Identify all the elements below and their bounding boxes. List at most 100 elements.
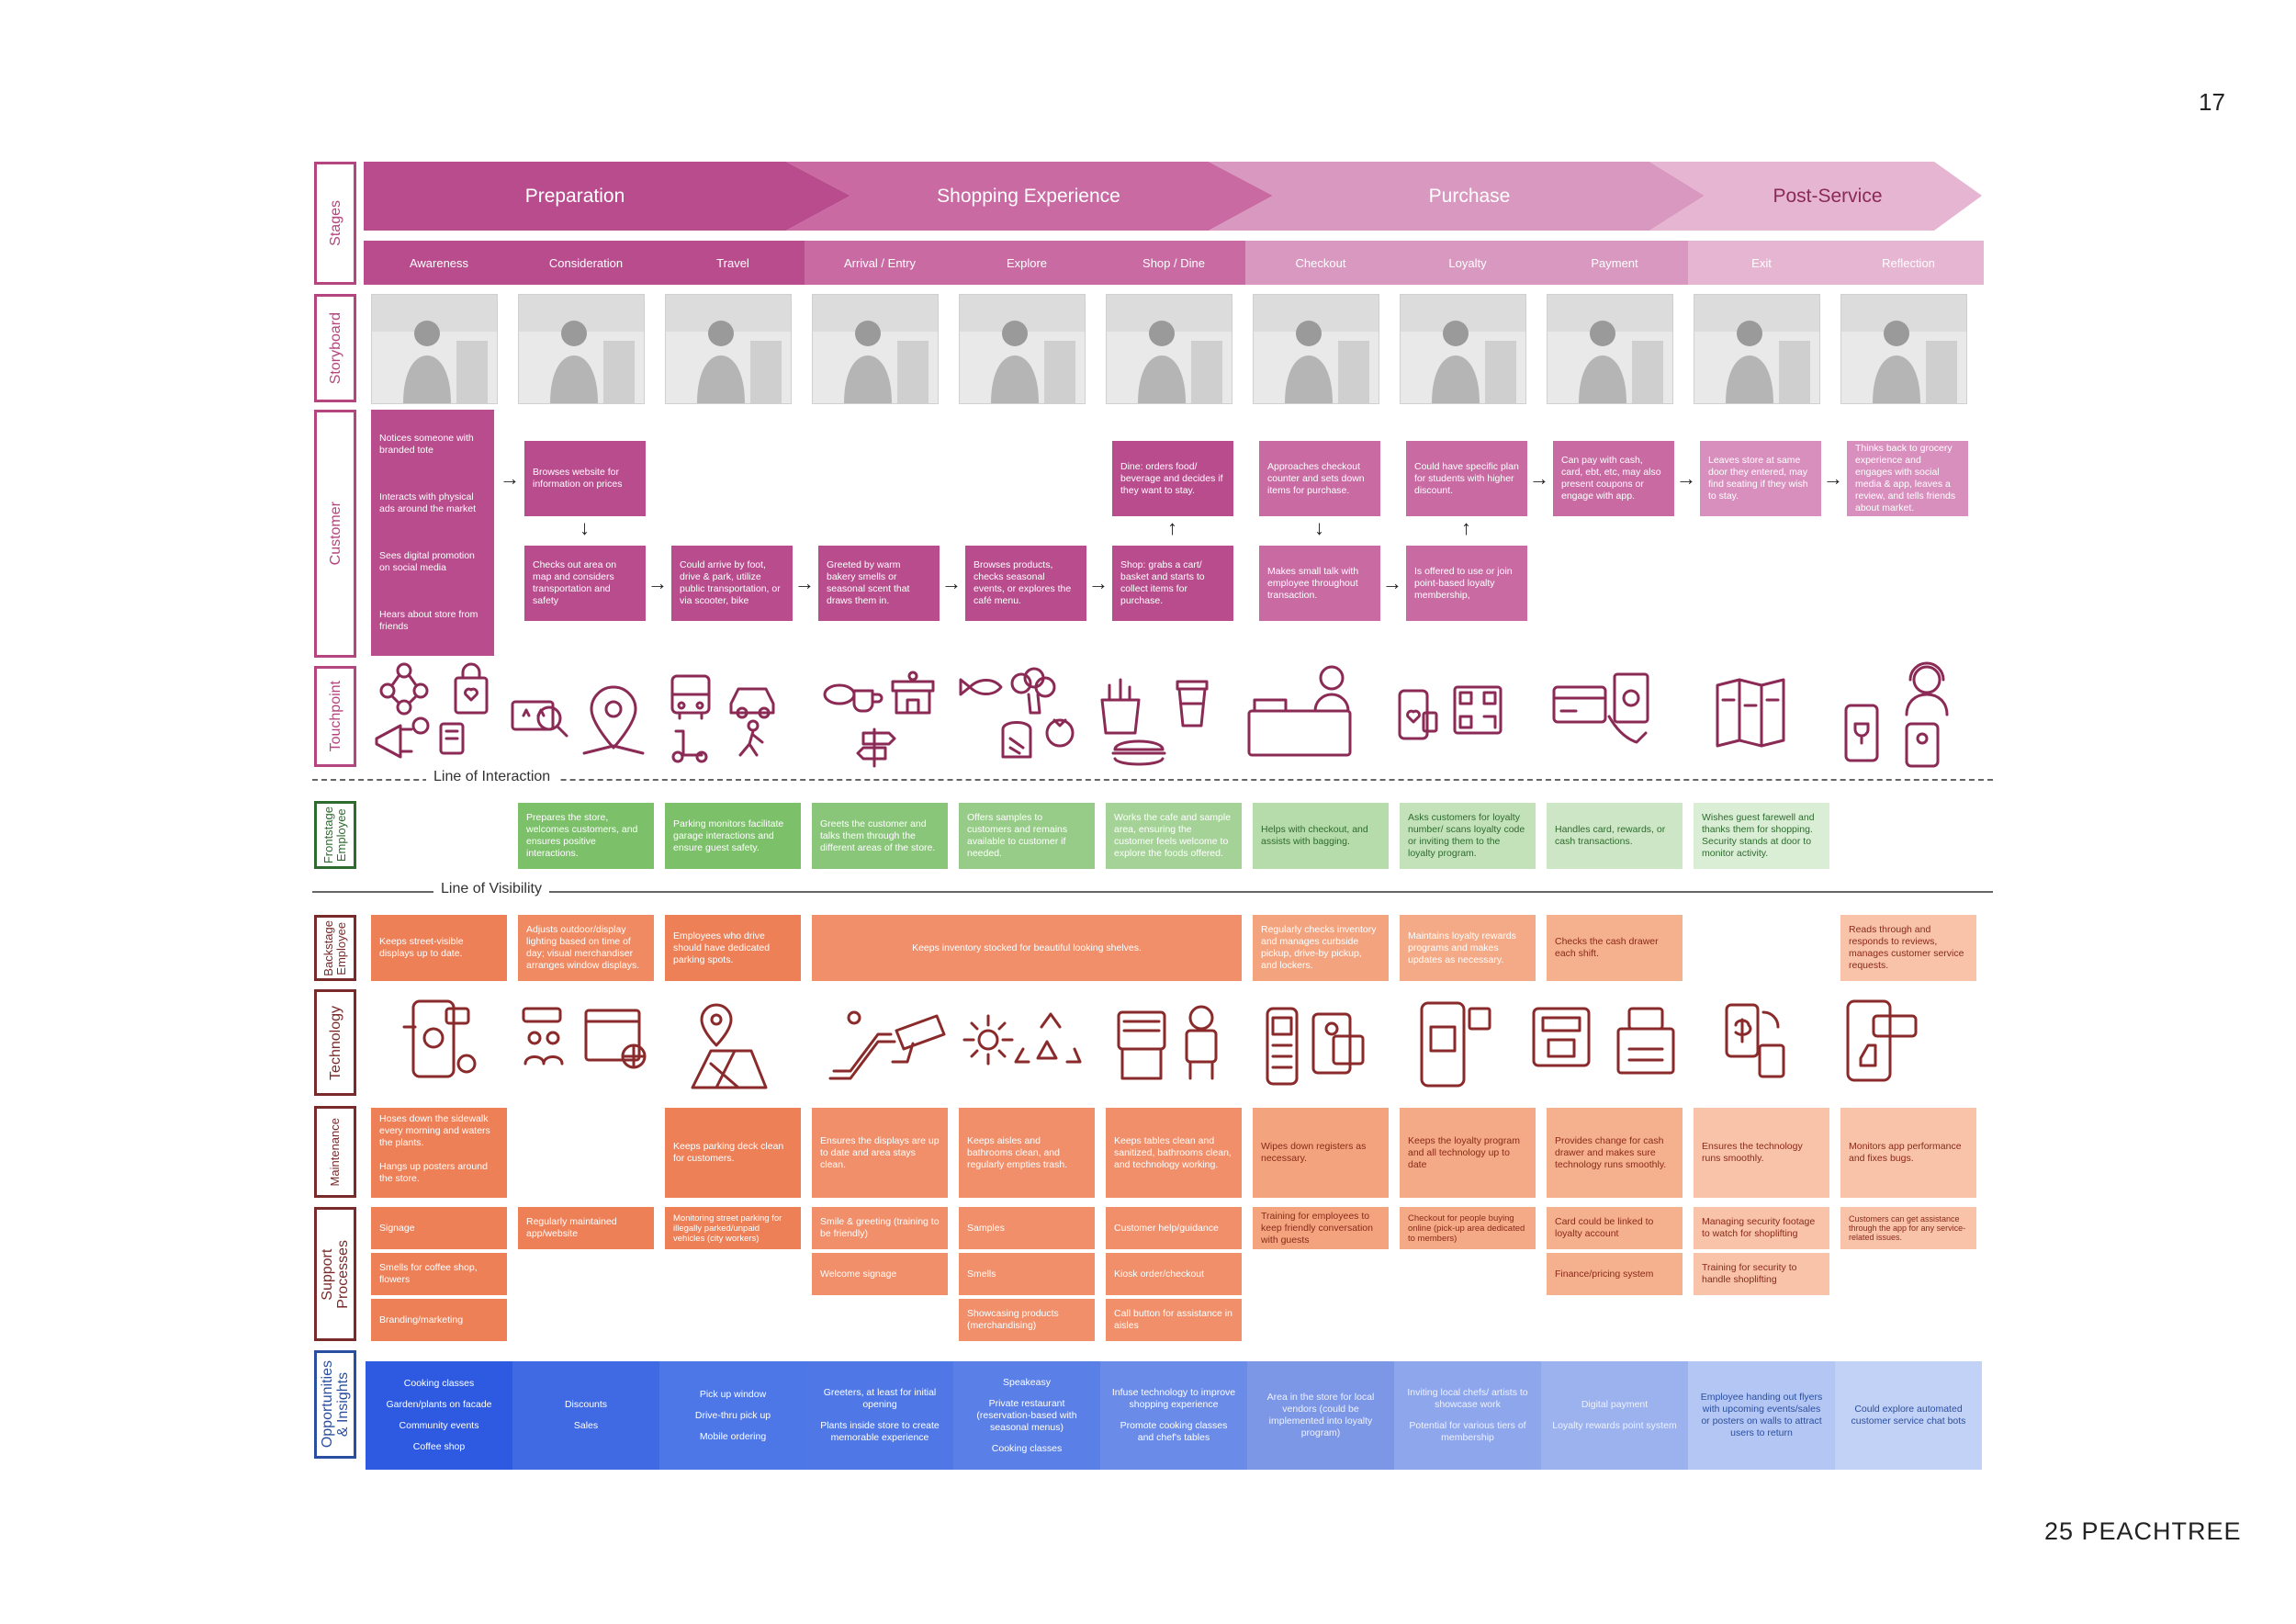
customer-arrival: Greeted by warm bakery smells or seasona… [818, 546, 940, 621]
support-agent-icon [1907, 663, 1947, 766]
customer-awareness: Notices someone with branded tote Intera… [371, 410, 494, 656]
frontstage-card: Prepares the store, welcomes customers, … [518, 803, 654, 869]
customer-exit: Leaves store at same door they entered, … [1700, 441, 1821, 516]
row-label-technology: Technology [314, 989, 356, 1096]
support-reflection: Customers can get assistance through the… [1840, 1207, 1976, 1249]
opportunity-item: Infuse technology to improve shopping ex… [1100, 1387, 1247, 1411]
page-number: 17 [2199, 88, 2225, 117]
grocery-bag-icon [1102, 680, 1139, 733]
megaphone-icon [377, 718, 463, 757]
arrow-right-icon: → [500, 468, 520, 489]
opportunity-item: Community events [388, 1420, 490, 1432]
network-icon [381, 664, 427, 714]
arrow-right-icon: → [1823, 468, 1843, 489]
opportunity-item: Sales [563, 1420, 609, 1432]
dollar-phone-icon [1727, 1005, 1784, 1077]
social-phone-icon [404, 1001, 475, 1077]
arrow-right-icon: → [1529, 468, 1549, 489]
frontstage-card: Wishes guest farewell and thanks them fo… [1694, 803, 1829, 869]
support-explore-2: Smells [959, 1253, 1095, 1295]
maintenance-reflection: Monitors app performance and fixes bugs. [1840, 1108, 1976, 1198]
opportunity-column: Infuse technology to improve shopping ex… [1100, 1361, 1247, 1470]
customer-payment: Can pay with cash, card, ebt, etc, may a… [1553, 441, 1674, 516]
storefront-icon [893, 672, 933, 713]
escalator-icon [830, 1012, 895, 1078]
security-camera-icon [893, 1016, 944, 1062]
arrow-down-icon: ↓ [1314, 518, 1324, 538]
storyboard-image-payment [1547, 294, 1673, 404]
substage-exit: Exit [1688, 241, 1835, 285]
storyboard-image-loyalty [1400, 294, 1526, 404]
frontstage-card: Handles card, rewards, or cash transacti… [1547, 803, 1683, 869]
opportunity-item: Private restaurant (reservation-based wi… [953, 1398, 1100, 1434]
line-of-visibility [312, 891, 1993, 893]
support-awareness-2: Smells for coffee shop, flowers [371, 1253, 507, 1295]
opportunity-column: Cooking classesGarden/plants on facadeCo… [366, 1361, 512, 1470]
backstage-payment: Checks the cash drawer each shift. [1547, 915, 1683, 981]
substage-awareness: Awareness [366, 241, 512, 285]
maintenance-explore: Keeps aisles and bathrooms clean, and re… [959, 1108, 1095, 1198]
backstage-loyalty: Maintains loyalty rewards programs and m… [1400, 915, 1536, 981]
qr-code-icon [1455, 687, 1501, 733]
opportunity-item: Mobile ordering [689, 1431, 777, 1443]
backstage-reflection: Reads through and responds to reviews, m… [1840, 915, 1976, 981]
substage-consideration: Consideration [512, 241, 659, 285]
arrow-right-icon: → [1382, 573, 1402, 593]
map-pin-icon [584, 687, 643, 753]
frontstage-card: Asks customers for loyalty number/ scans… [1400, 803, 1536, 869]
substage-explore: Explore [953, 241, 1100, 285]
customer-loyalty-bottom: Is offered to use or join point-based lo… [1406, 546, 1527, 621]
storyboard-image-shop-dine [1106, 294, 1232, 404]
backstage-shopping: Keeps inventory stocked for beautiful lo… [812, 915, 1242, 981]
arrow-right-icon: → [1676, 468, 1696, 489]
support-loyalty: Checkout for people buying online (pick-… [1400, 1207, 1536, 1249]
customer-checkout-bottom: Makes small talk with employee throughou… [1259, 546, 1380, 621]
support-shop-3: Call button for assistance in aisles [1106, 1299, 1242, 1341]
opportunity-item: Greeters, at least for initial opening [806, 1387, 953, 1411]
frontstage-card: Offers samples to customers and remains … [959, 803, 1095, 869]
barcode-scanner-icon [1267, 1009, 1297, 1084]
review-phone-icon [1848, 1001, 1916, 1080]
line-of-visibility-label: Line of Visibility [433, 881, 549, 897]
frontstage-card: Greets the customer and talks them throu… [812, 803, 948, 869]
arrow-right-icon: → [1088, 573, 1109, 593]
backstage-consideration: Adjusts outdoor/display lighting based o… [518, 915, 654, 981]
robot-chef-icon [1187, 1007, 1216, 1078]
support-explore-3: Showcasing products (merchandising) [959, 1299, 1095, 1341]
maintenance-exit: Ensures the technology runs smoothly. [1694, 1108, 1829, 1198]
row-label-frontstage: Frontstage Employee [314, 801, 356, 869]
line-of-interaction [312, 779, 1993, 781]
opportunity-column: Greeters, at least for initial openingPl… [806, 1361, 953, 1470]
support-arrival-2: Welcome signage [812, 1253, 948, 1295]
customer-explore: Browses products, checks seasonal events… [965, 546, 1086, 621]
card-reader-icon [1534, 1009, 1589, 1066]
opportunity-column: Area in the store for local vendors (cou… [1247, 1361, 1394, 1470]
bus-icon [672, 676, 709, 718]
scooter-icon [673, 731, 706, 761]
opportunity-item: Pick up window [689, 1389, 777, 1401]
cash-hand-icon [1609, 674, 1648, 742]
substage-reflection: Reflection [1835, 241, 1982, 285]
arrow-right-icon: → [647, 573, 668, 593]
cashier-icon [1249, 667, 1350, 755]
frontstage-card: Helps with checkout, and assists with ba… [1253, 803, 1389, 869]
arrow-down-icon: ↓ [580, 518, 590, 538]
opportunity-item: Cooking classes [393, 1378, 485, 1390]
stage-purchase: Purchase [1267, 162, 1671, 231]
coffee-cup-icon [1177, 682, 1207, 726]
opportunity-item: Discounts [554, 1399, 618, 1411]
customer-consideration-top: Browses website for information on price… [524, 441, 646, 516]
broccoli-icon [1012, 669, 1054, 713]
support-checkout: Training for employees to keep friendly … [1253, 1207, 1389, 1249]
arrow-up-icon: ↑ [1167, 518, 1177, 538]
opportunity-item: Digital payment [1570, 1399, 1659, 1411]
maintenance-checkout: Wipes down registers as necessary. [1253, 1108, 1389, 1198]
storyboard-image-travel [665, 294, 792, 404]
review-stars-icon [512, 702, 567, 736]
stage-preparation: Preparation [364, 162, 786, 231]
arrow-right-icon: → [794, 573, 815, 593]
support-travel: Monitoring street parking for illegally … [665, 1207, 801, 1249]
map-pin-icon [692, 1005, 766, 1088]
brochure-icon [1717, 680, 1784, 746]
arrow-up-icon: ↑ [1461, 518, 1471, 538]
